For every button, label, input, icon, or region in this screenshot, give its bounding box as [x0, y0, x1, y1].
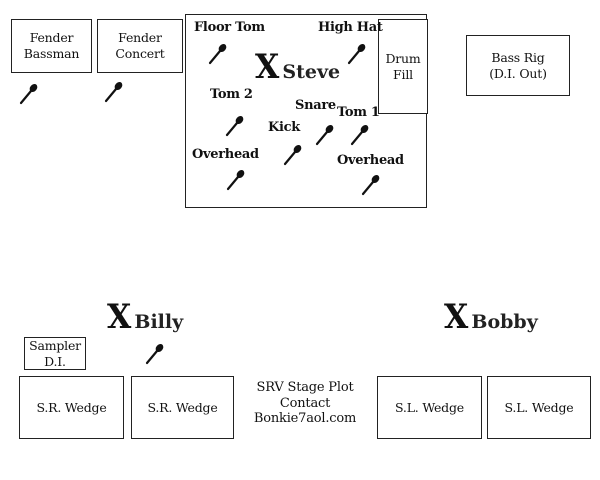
billy-x-mark: X — [107, 297, 132, 337]
drum-fill-monitor: Drum Fill — [378, 19, 428, 114]
sampler-di-box: Sampler D.I. — [24, 337, 86, 370]
microphone-icon — [19, 83, 38, 105]
sr-wedge-2: S.R. Wedge — [131, 376, 234, 439]
bobby-name: Bobby — [471, 311, 538, 333]
sampler-di-label: Sampler D.I. — [29, 337, 81, 369]
tom2-label: Tom 2 — [210, 87, 253, 102]
sl-wedge-2-label: S.L. Wedge — [504, 399, 574, 415]
microphone-icon — [208, 43, 227, 65]
microphone-icon — [226, 169, 245, 191]
microphone-icon — [145, 343, 164, 365]
sl-wedge-2: S.L. Wedge — [487, 376, 591, 439]
sr-wedge-1: S.R. Wedge — [19, 376, 124, 439]
sr-wedge-2-label: S.R. Wedge — [147, 399, 218, 415]
bass-rig-label: Bass Rig (D.I. Out) — [489, 49, 547, 81]
drummer-x-mark: X — [255, 47, 280, 87]
microphone-icon — [315, 124, 334, 146]
microphone-icon — [104, 81, 123, 103]
sl-wedge-1: S.L. Wedge — [377, 376, 482, 439]
drummer-position: X Steve — [254, 50, 340, 84]
drum-fill-label: Drum Fill — [385, 50, 421, 82]
microphone-icon — [283, 144, 302, 166]
bobby-position: X Bobby — [443, 300, 538, 334]
snare-label: Snare — [295, 98, 336, 113]
sl-wedge-1-label: S.L. Wedge — [395, 399, 464, 415]
microphone-icon — [361, 174, 380, 196]
bass-rig-box: Bass Rig (D.I. Out) — [466, 35, 570, 96]
plot-title: SRV Stage Plot — [256, 380, 354, 395]
microphone-icon — [350, 124, 369, 146]
high-hat-label: High Hat — [318, 20, 383, 35]
billy-position: X Billy — [106, 300, 183, 334]
fender-concert-label: Fender Concert — [115, 30, 165, 61]
sr-wedge-1-label: S.R. Wedge — [36, 399, 107, 415]
tom1-label: Tom 1 — [337, 105, 380, 120]
fender-bassman-amp: Fender Bassman — [11, 19, 92, 73]
overhead-left-label: Overhead — [192, 147, 259, 162]
kick-label: Kick — [268, 120, 300, 135]
contact-info: SRV Stage Plot Contact Bonkie7aol.com — [250, 380, 360, 427]
fender-bassman-label: Fender Bassman — [23, 30, 80, 61]
floor-tom-label: Floor Tom — [194, 20, 265, 35]
billy-name: Billy — [134, 311, 184, 333]
drummer-name: Steve — [282, 61, 341, 83]
microphone-icon — [347, 43, 366, 65]
contact-heading: Contact — [279, 395, 331, 411]
microphone-icon — [225, 115, 244, 137]
contact-email: Bonkie7aol.com — [253, 411, 357, 427]
fender-concert-amp: Fender Concert — [97, 19, 183, 73]
overhead-right-label: Overhead — [337, 153, 404, 168]
bobby-x-mark: X — [444, 297, 469, 337]
